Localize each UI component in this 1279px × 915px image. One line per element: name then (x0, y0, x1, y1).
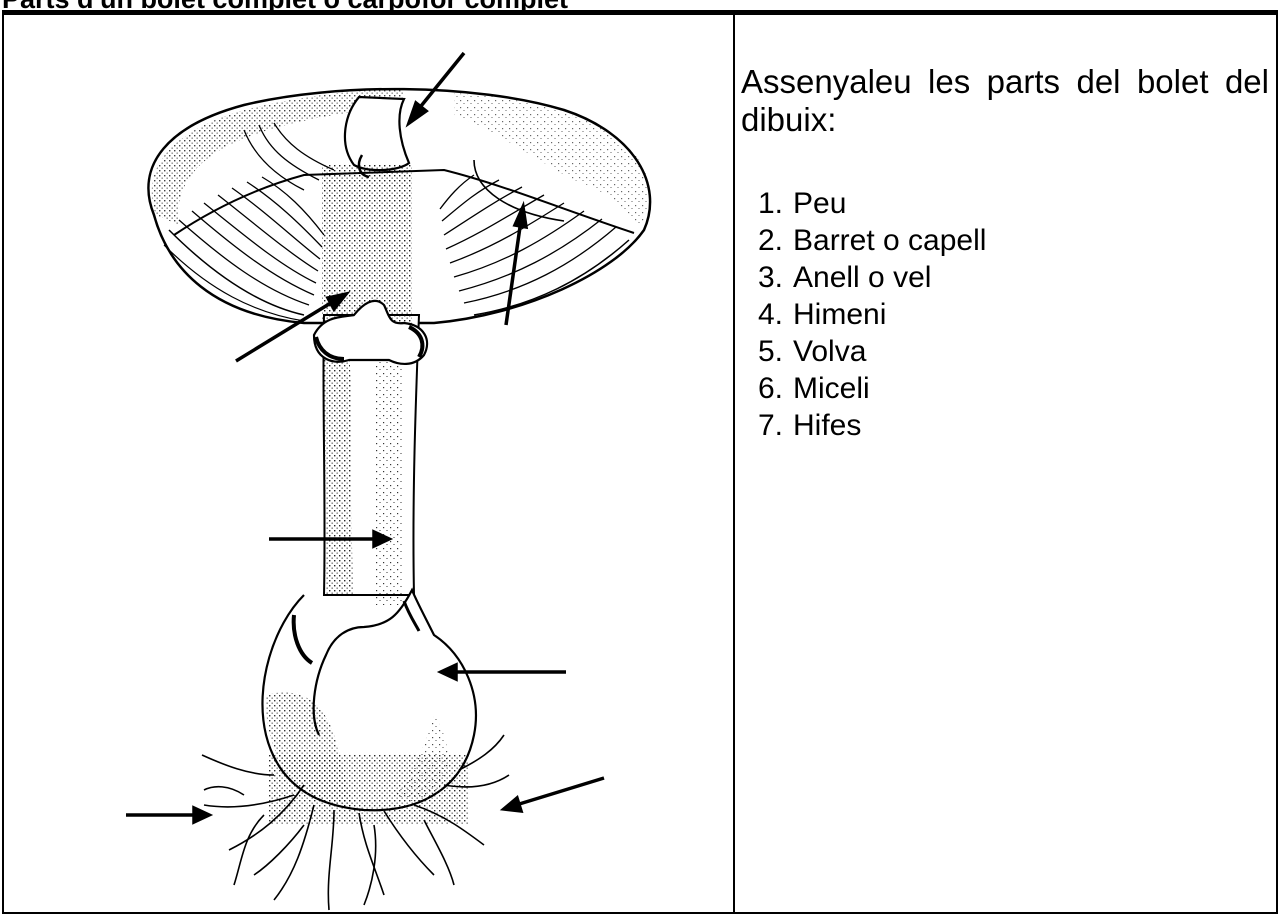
list-item: 2. Barret o capell (735, 222, 986, 259)
table-row: Assenyaleu les parts del bolet del dibui… (3, 13, 1277, 914)
mushroom-illustration (4, 15, 733, 915)
list-item-number: 2. (735, 222, 783, 259)
list-item-number: 5. (735, 333, 783, 370)
list-item-label: Volva (793, 333, 866, 370)
list-item-number: 1. (735, 185, 783, 222)
list-item-label: Anell o vel (793, 259, 931, 296)
arrow-icon (504, 778, 604, 811)
list-item: 7. Hifes (735, 407, 986, 444)
list-item-label: Hifes (793, 407, 861, 444)
illustration-cell (3, 13, 734, 914)
instructions-cell: Assenyaleu les parts del bolet del dibui… (734, 13, 1277, 914)
list-item: 5. Volva (735, 333, 986, 370)
list-item: 4. Himeni (735, 296, 986, 333)
list-item-number: 6. (735, 370, 783, 407)
list-item-label: Himeni (793, 296, 886, 333)
list-item: 1. Peu (735, 185, 986, 222)
mushroom-mycelium (202, 735, 509, 910)
list-item-number: 3. (735, 259, 783, 296)
worksheet-table: Assenyaleu les parts del bolet del dibui… (2, 10, 1278, 914)
parts-list: 1. Peu 2. Barret o capell 3. Anell o vel 4.… (735, 185, 986, 444)
list-item-label: Miceli (793, 370, 870, 407)
list-item-label: Peu (793, 185, 846, 222)
list-item-number: 4. (735, 296, 783, 333)
arrow-icon (126, 808, 209, 822)
list-item: 6. Miceli (735, 370, 986, 407)
list-item: 3. Anell o vel (735, 259, 986, 296)
list-item-label: Barret o capell (793, 222, 986, 259)
list-item-number: 7. (735, 407, 783, 444)
instructions-text: Assenyaleu les parts del bolet del dibui… (741, 63, 1269, 139)
